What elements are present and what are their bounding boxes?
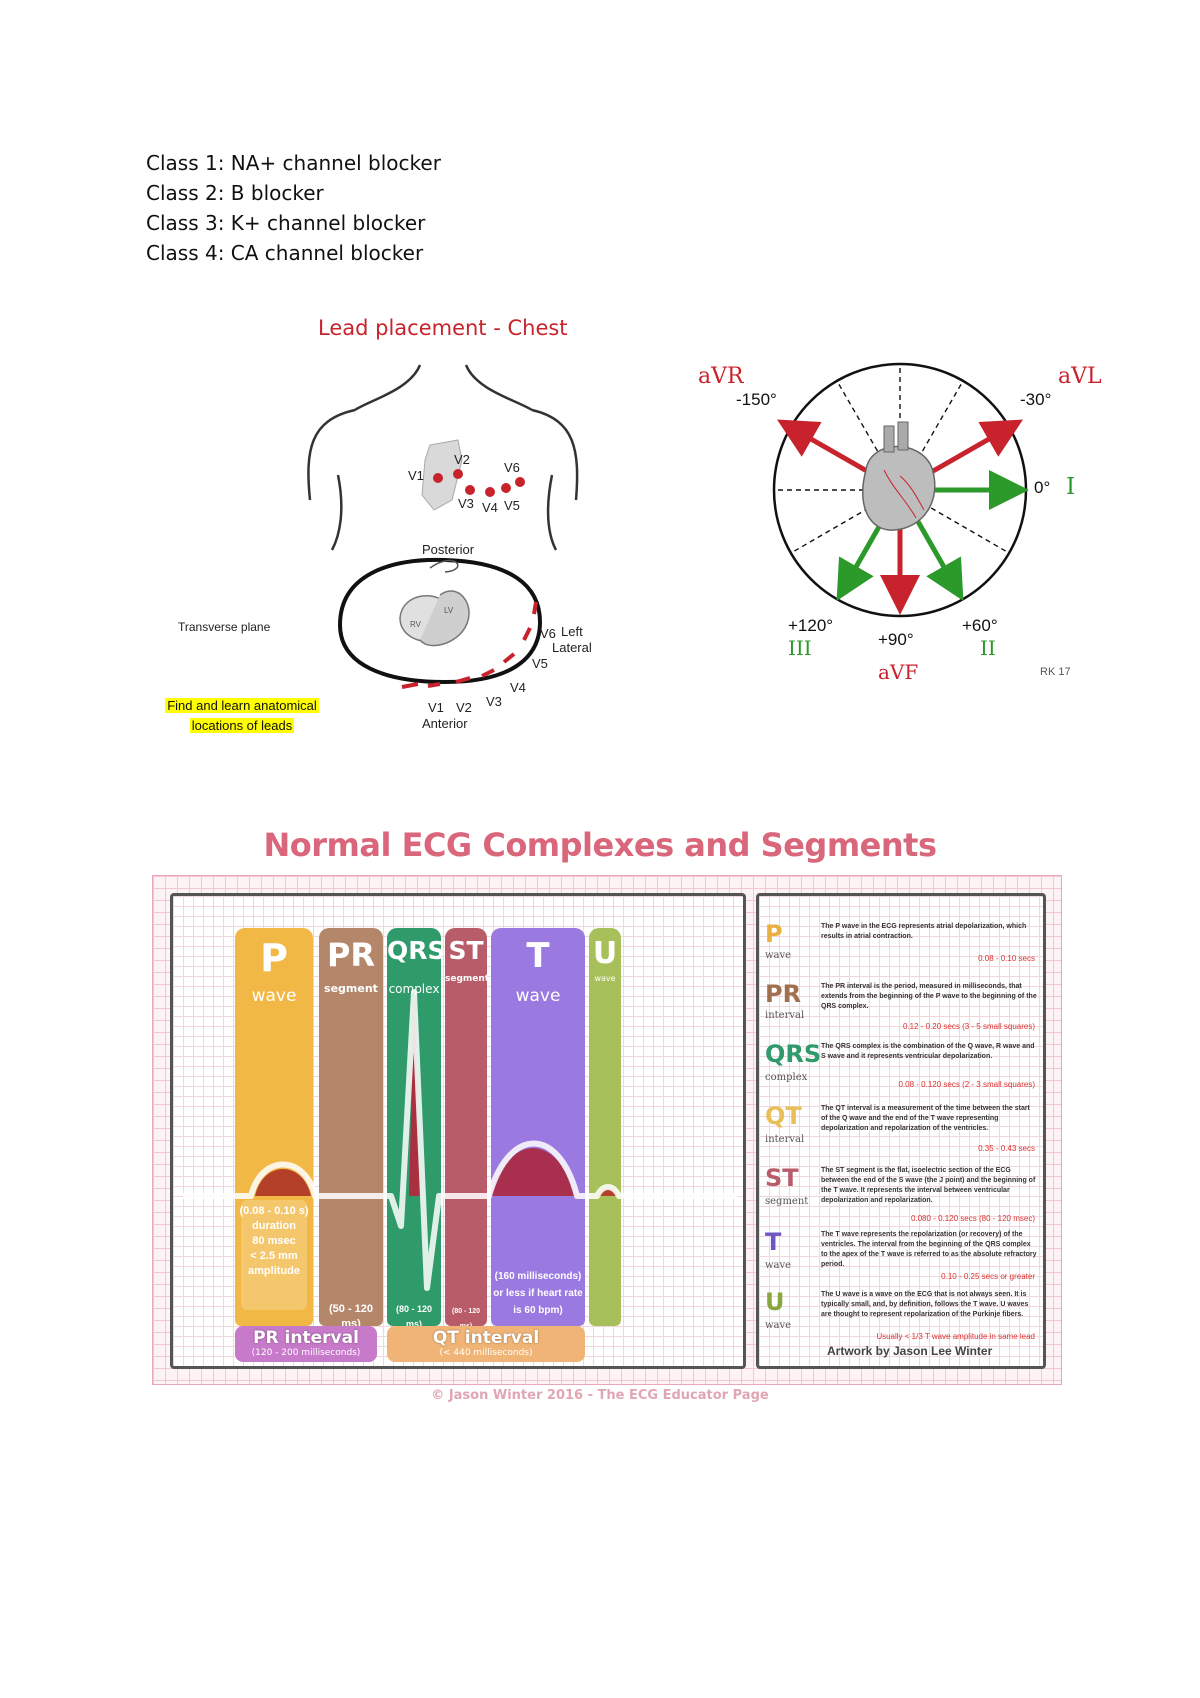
ecg-waveform-panel: P wave (0.08 - 0.10 s) duration 80 msec … [170,893,746,1369]
note-line-1: Find and learn anatomical [165,698,319,713]
avr-label: aVR [698,364,744,389]
lead-v6-bottom: V6 [540,626,556,641]
class-item: Class 1: NA+ channel blocker [146,151,441,175]
ecg-legend-panel: P wave The P wave in the ECG represents … [756,893,1046,1369]
class-item: Class 2: B blocker [146,181,324,205]
deg-minus30-label: -30° [1020,390,1052,409]
deg-0-label: 0° [1034,478,1051,497]
lead-v1-label: V1 [408,468,424,483]
hexaxial-reference: aVR aVL -150° -30° 0° I +120° +90° +60° … [680,360,1120,700]
rv-label: RV [410,620,421,629]
lead-v4-label: V4 [482,500,498,515]
antiarrhythmic-class-list: Class 1: NA+ channel blocker Class 2: B … [146,148,441,268]
avl-label: aVL [1058,364,1102,389]
legend-row-qt: QT interval The QT interval is a measure… [765,1102,1035,1153]
lead-v2-bottom: V2 [456,700,472,715]
t-wave-column: T wave (160 milliseconds) or less if hea… [491,928,585,1326]
credit-label: RK 17 [1040,666,1071,678]
legend-row-t: T wave The T wave represents the repolar… [765,1228,1037,1281]
chest-outline-drawing [307,364,579,689]
legend-row-pr: PR interval The PR interval is the perio… [765,980,1037,1031]
lead-ii-label: II [980,636,996,660]
avf-label: aVF [878,660,919,684]
qt-interval-bar: QT interval (< 440 milliseconds) [387,1326,585,1362]
lead-v5-bottom: V5 [532,656,548,671]
hexaxial-diagram [772,362,1029,618]
class-item: Class 3: K+ channel blocker [146,211,426,235]
lead-v5-label: V5 [504,498,520,513]
lead-i-label: I [1066,474,1076,500]
artwork-credit: Artwork by Jason Lee Winter [827,1344,993,1358]
legend-row-st: ST segment The ST segment is the flat, i… [765,1164,1036,1223]
lead-v3-bottom: V3 [486,694,502,709]
lead-v6-label: V6 [504,460,520,475]
chest-lead-title: Lead placement - Chest [318,316,568,340]
lead-v4-bottom: V4 [510,680,526,695]
note-line-2: locations of leads [189,718,295,733]
qrs-complex-column: QRS complex (80 - 120 ms) [387,928,441,1326]
deg-plus120-label: +120° [788,616,834,635]
legend-row-p: P wave The P wave in the ECG represents … [765,920,1035,963]
lead-v3-label: V3 [458,496,474,511]
chest-lead-figure: V1 V2 V6 V3 V4 V5 Posterior Anterior Tra… [140,310,620,740]
posterior-label: Posterior [422,542,475,557]
ecg-title: Normal ECG Complexes and Segments [263,826,937,864]
legend-row-qrs: QRS complex The QRS complex is the combi… [765,1040,1035,1089]
deg-minus150-label: -150° [736,390,777,409]
left-lateral-label: Left Lateral [552,624,592,655]
anterior-label: Anterior [422,716,468,731]
legend-row-u: U wave The U wave is a wave on the ECG t… [765,1288,1035,1341]
copyright-line: © Jason Winter 2016 - The ECG Educator P… [431,1388,769,1403]
p-wave-column: P wave (0.08 - 0.10 s) duration 80 msec … [235,928,313,1326]
pr-segment-column: PR segment (50 - 120 ms) [319,928,383,1326]
lead-iii-label: III [788,636,812,660]
st-segment-column: ST segment (80 - 120 ms) [445,928,487,1326]
deg-plus60-label: +60° [962,616,998,635]
transverse-plane-label: Transverse plane [178,620,271,634]
deg-plus90-label: +90° [878,630,914,649]
find-learn-note: Find and learn anatomical locations of l… [152,696,332,736]
lead-v1-bottom: V1 [428,700,444,715]
lv-label: LV [444,606,454,615]
u-wave-column: U wave [589,928,621,1326]
pr-interval-bar: PR interval (120 - 200 milliseconds) [235,1326,377,1362]
lead-v2-label: V2 [454,452,470,467]
class-item: Class 4: CA channel blocker [146,241,424,265]
